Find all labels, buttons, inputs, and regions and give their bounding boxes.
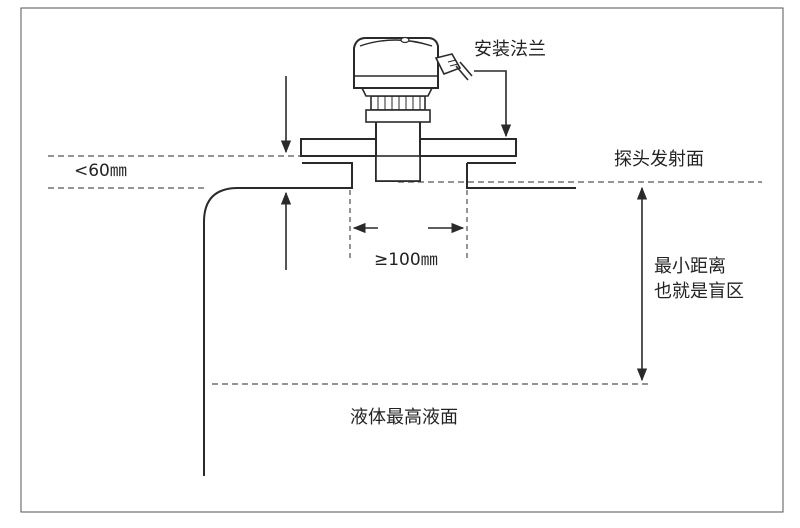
tank-wall xyxy=(203,162,353,476)
probe-face xyxy=(375,155,421,182)
mounting-flange-label: 安装法兰 xyxy=(474,39,546,60)
probe-emitting-face-label: 探头发射面 xyxy=(614,149,704,170)
min-distance-label-line2: 也就是盲区 xyxy=(654,281,744,302)
nozzle-width-label: ≥100㎜ xyxy=(374,250,438,270)
max-liquid-level-label: 液体最高液面 xyxy=(350,407,458,428)
min-distance-label-line1: 最小距离 xyxy=(654,256,726,277)
gap-limit-label: <60㎜ xyxy=(74,161,127,181)
outer-frame xyxy=(20,7,784,513)
flange-leader-line xyxy=(474,70,512,138)
ultrasonic-level-sensor-icon xyxy=(353,36,473,123)
tank-roof-right xyxy=(466,162,576,189)
